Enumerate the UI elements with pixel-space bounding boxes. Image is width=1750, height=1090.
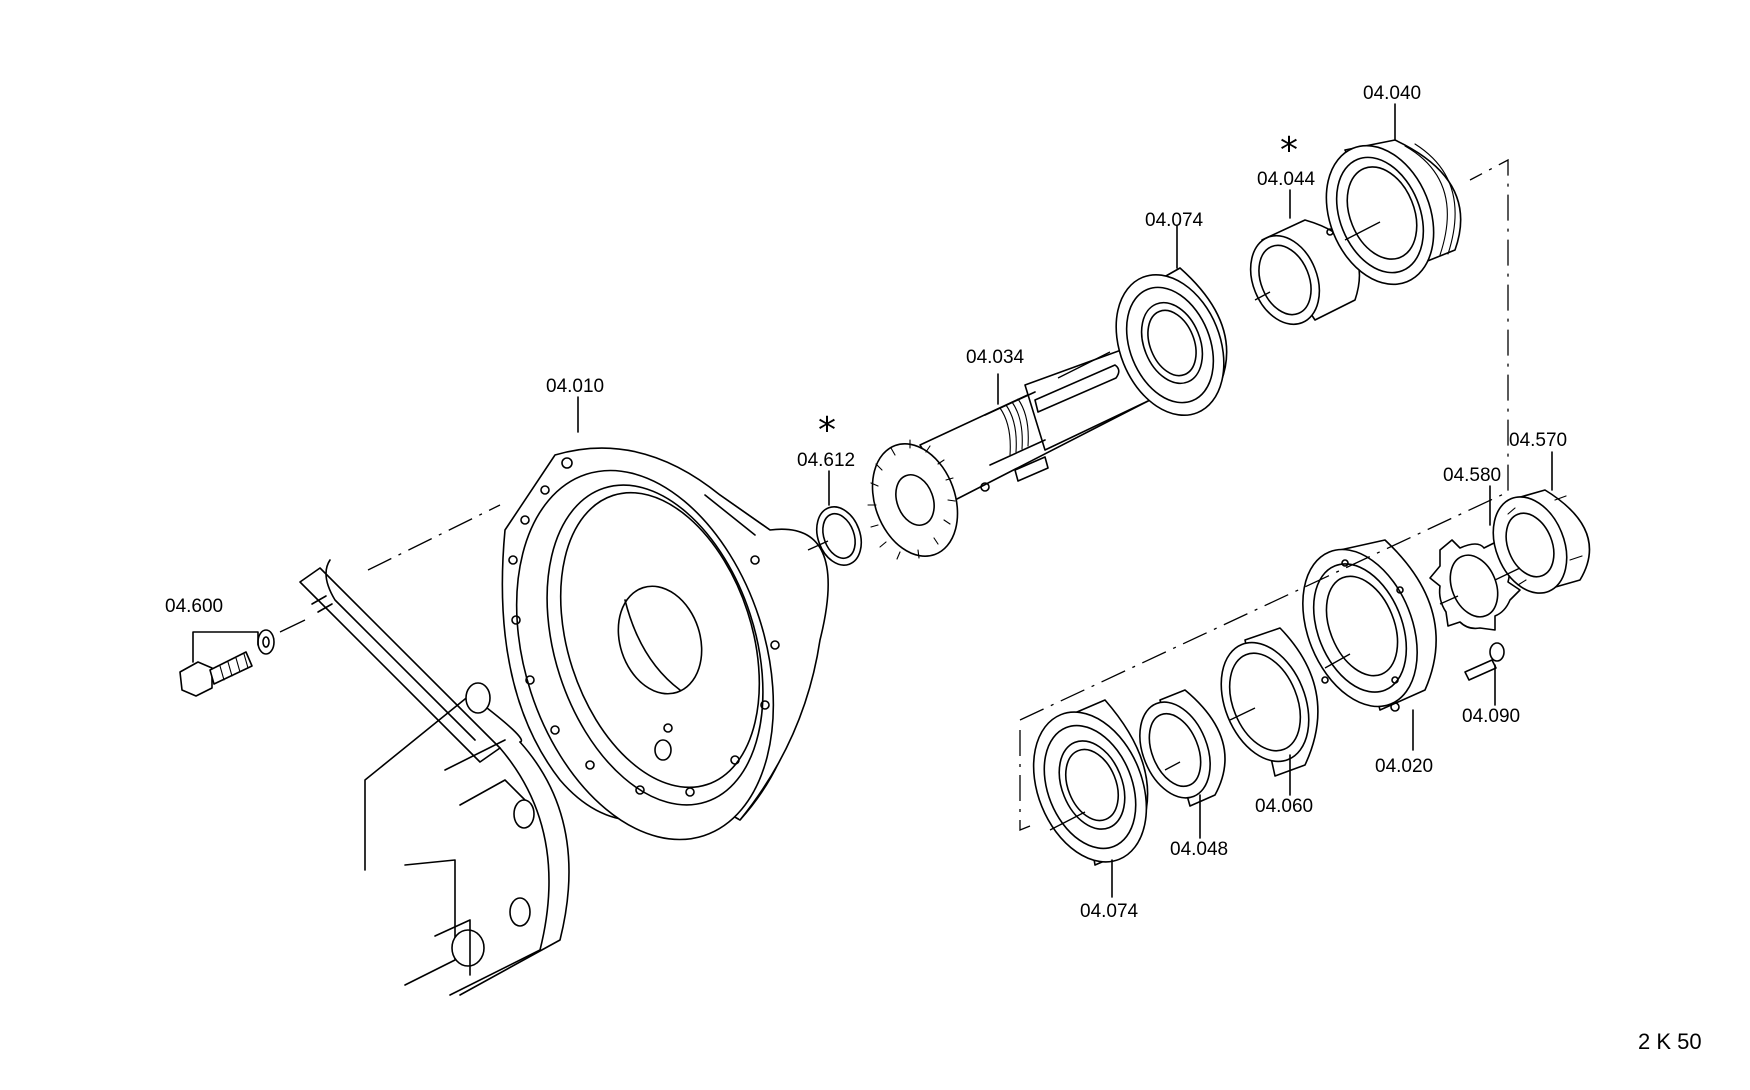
cover-plate bbox=[501, 447, 829, 841]
o-ring bbox=[815, 506, 863, 566]
output-shaft bbox=[867, 344, 1152, 560]
bearing-top bbox=[1115, 267, 1228, 417]
label-04600: 04.600 bbox=[165, 596, 223, 617]
label-04074-bottom: 04.074 bbox=[1080, 901, 1139, 922]
label-04048: 04.048 bbox=[1170, 839, 1228, 860]
gearbox-housing bbox=[299, 559, 570, 996]
spacer-ring bbox=[1139, 689, 1226, 807]
label-04020: 04.020 bbox=[1375, 756, 1433, 777]
label-04060: 04.060 bbox=[1255, 796, 1313, 817]
label-04040: 04.040 bbox=[1363, 83, 1421, 104]
bearing-cover bbox=[1302, 539, 1437, 712]
bolt-and-washer bbox=[179, 595, 333, 697]
assembly-lines bbox=[279, 158, 1521, 831]
label-04090: 04.090 bbox=[1462, 706, 1520, 727]
label-04580: 04.580 bbox=[1443, 465, 1501, 486]
label-04612: 04.612 bbox=[797, 450, 855, 471]
label-04044: 04.044 bbox=[1257, 169, 1316, 190]
page-reference: 2 K 50 bbox=[1638, 1029, 1702, 1054]
leader-lines bbox=[192, 103, 1553, 898]
asterisk-marker: * bbox=[1280, 130, 1298, 171]
slotted-nut bbox=[1492, 489, 1591, 594]
cap-screw bbox=[1464, 642, 1505, 681]
spacer-sleeve bbox=[1249, 219, 1361, 326]
asterisk-marker: * bbox=[818, 410, 836, 451]
label-04010: 04.010 bbox=[546, 376, 604, 397]
bearing-housing-top bbox=[1325, 139, 1462, 286]
tab-lock-washer bbox=[1429, 539, 1521, 631]
label-04074-top: 04.074 bbox=[1145, 210, 1204, 231]
label-04034: 04.034 bbox=[966, 347, 1025, 368]
label-04570: 04.570 bbox=[1509, 430, 1567, 451]
seal-ring bbox=[1220, 627, 1319, 777]
